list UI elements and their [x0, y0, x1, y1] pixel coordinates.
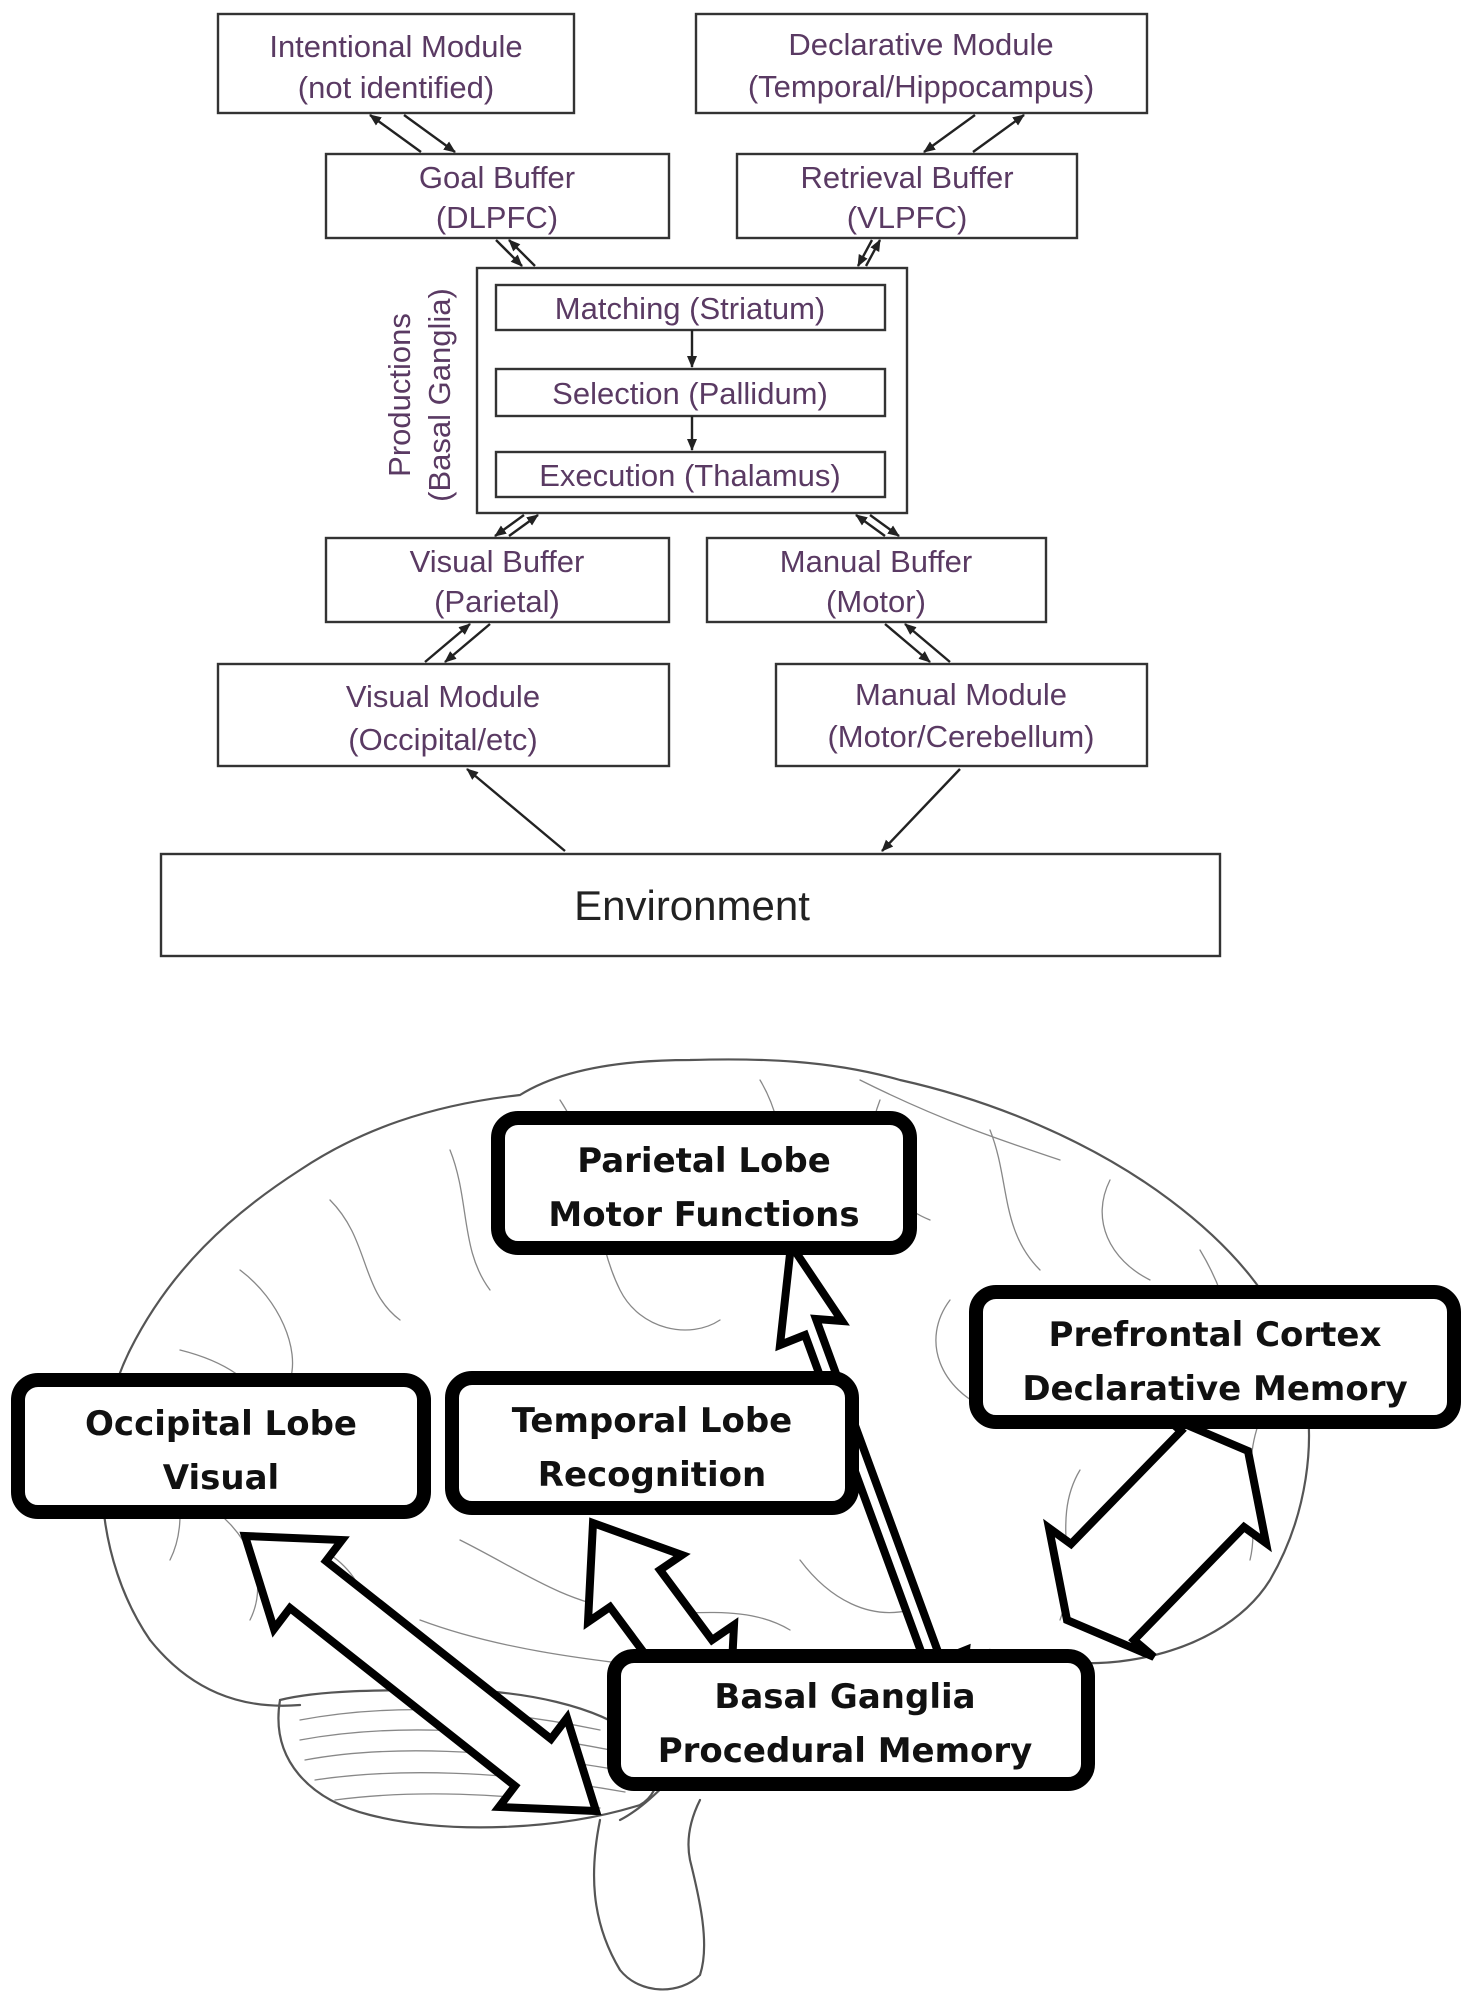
productions-to-goal-arrow	[508, 239, 536, 267]
temporal-region-function: Recognition	[538, 1455, 766, 1495]
manual-buffer: Manual Buffer (Motor)	[705, 536, 1048, 624]
productions-region: (Basal Ganglia)	[422, 288, 457, 502]
architecture-diagram: Intentional Module (not identified) Decl…	[159, 12, 1222, 958]
goal-to-intentional-arrow	[369, 114, 422, 153]
retrieval-buffer-title: Retrieval Buffer	[800, 160, 1013, 195]
productions-to-visual-buffer-arrow	[494, 514, 525, 537]
prefrontal-region-function: Declarative Memory	[1022, 1369, 1407, 1409]
visual-module-title: Visual Module	[346, 679, 540, 714]
matching-stage: Matching (Striatum)	[494, 283, 887, 332]
brainstem-outline	[592, 1798, 706, 1991]
basal-ganglia-region-title: Basal Ganglia	[714, 1677, 975, 1717]
visual-buffer-to-module-arrow	[444, 623, 491, 663]
visual-buffer-to-productions-arrow	[508, 514, 539, 537]
parietal-region-title: Parietal Lobe	[577, 1141, 831, 1181]
retrieval-buffer: Retrieval Buffer (VLPFC)	[735, 152, 1079, 240]
manual-module-region: (Motor/Cerebellum)	[827, 719, 1094, 754]
goal-buffer-region: (DLPFC)	[436, 200, 558, 235]
environment-label: Environment	[574, 882, 810, 929]
productions-to-retrieval-arrow	[864, 239, 882, 267]
basal-ganglia-region: Basal Ganglia Procedural Memory	[607, 1649, 1095, 1791]
visual-buffer-title: Visual Buffer	[410, 544, 585, 579]
declarative-module: Declarative Module (Temporal/Hippocampus…	[694, 12, 1149, 115]
declarative-to-retrieval-arrow	[923, 114, 976, 153]
retrieval-to-productions-arrow	[856, 239, 874, 267]
manual-buffer-region: (Motor)	[826, 584, 926, 619]
declarative-module-title: Declarative Module	[788, 27, 1053, 62]
selection-stage-label: Selection (Pallidum)	[552, 376, 828, 411]
brain-illustration: Parietal Lobe Motor Functions Prefrontal…	[11, 1058, 1461, 1991]
temporal-region: Temporal Lobe Recognition	[445, 1371, 859, 1515]
goal-buffer: Goal Buffer (DLPFC)	[324, 152, 671, 240]
intentional-module-title: Intentional Module	[269, 29, 522, 64]
goal-buffer-title: Goal Buffer	[419, 160, 575, 195]
manual-buffer-to-module-arrow	[884, 623, 931, 663]
basal-ganglia-region-function: Procedural Memory	[658, 1731, 1033, 1771]
visual-module-region: (Occipital/etc)	[348, 722, 537, 757]
prefrontal-basal-arrow	[1043, 1410, 1272, 1661]
visual-module: Visual Module (Occipital/etc)	[216, 662, 671, 768]
manual-module-title: Manual Module	[855, 677, 1067, 712]
execution-stage: Execution (Thalamus)	[494, 450, 887, 499]
occipital-basal-arrow	[239, 1531, 602, 1816]
manual-to-environment-arrow	[881, 768, 961, 852]
occipital-region-function: Visual	[163, 1458, 279, 1498]
matching-stage-label: Matching (Striatum)	[555, 291, 825, 326]
intentional-module: Intentional Module (not identified)	[216, 12, 576, 115]
manual-module-to-buffer-arrow	[904, 623, 951, 663]
manual-module: Manual Module (Motor/Cerebellum)	[774, 662, 1149, 768]
environment-to-visual-arrow	[466, 768, 566, 852]
intentional-to-goal-arrow	[403, 114, 456, 153]
execution-stage-label: Execution (Thalamus)	[539, 458, 841, 493]
productions-container: Productions (Basal Ganglia) Matching (St…	[382, 266, 909, 515]
retrieval-buffer-region: (VLPFC)	[847, 200, 968, 235]
connector-arrows	[369, 114, 1025, 852]
temporal-region-title: Temporal Lobe	[512, 1401, 792, 1441]
productions-label: Productions	[382, 313, 417, 477]
occipital-region-title: Occipital Lobe	[85, 1404, 357, 1444]
selection-stage: Selection (Pallidum)	[494, 367, 887, 418]
prefrontal-region: Prefrontal Cortex Declarative Memory	[969, 1285, 1461, 1429]
manual-buffer-title: Manual Buffer	[780, 544, 972, 579]
lower-temporal-outline	[148, 1638, 302, 1707]
occipital-region: Occipital Lobe Visual	[11, 1373, 431, 1519]
productions-to-manual-buffer-arrow	[869, 514, 900, 537]
prefrontal-region-title: Prefrontal Cortex	[1049, 1315, 1382, 1355]
environment-box: Environment	[159, 852, 1222, 958]
parietal-region-function: Motor Functions	[548, 1195, 859, 1235]
goal-to-productions-arrow	[495, 239, 523, 267]
visual-buffer-region: (Parietal)	[434, 584, 560, 619]
retrieval-to-declarative-arrow	[972, 114, 1025, 153]
intentional-module-region: (not identified)	[298, 70, 494, 105]
manual-buffer-to-productions-arrow	[855, 514, 886, 537]
parietal-region: Parietal Lobe Motor Functions	[491, 1111, 917, 1255]
visual-module-to-buffer-arrow	[424, 623, 471, 663]
declarative-module-region: (Temporal/Hippocampus)	[748, 69, 1094, 104]
visual-buffer: Visual Buffer (Parietal)	[324, 536, 671, 624]
